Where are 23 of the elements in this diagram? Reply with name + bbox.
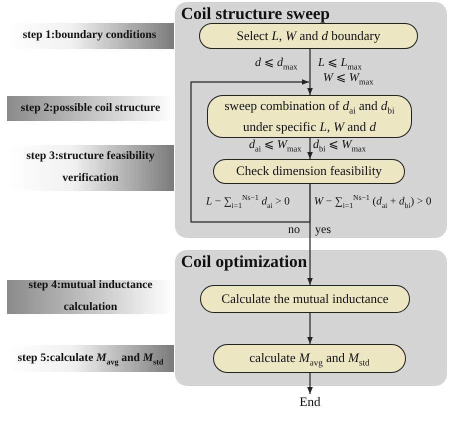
arrow [307, 49, 313, 95]
arrow [307, 313, 313, 344]
condition-label: d$_{bi}$ ⩽ W$_{max}$ [313, 138, 366, 154]
process-box: Select L, W and d boundary [199, 23, 418, 49]
condition-formula: L − ∑$_{i=1}$$^{Ns−1}$ d$_{ai}$ > 0 [206, 194, 290, 210]
condition-label: d$_{ai}$ ⩽ W$_{max}$ [249, 138, 302, 154]
process-box: sweep combination of d$_{ai}$ and d$_{bi}$ under specific L, W and d [207, 95, 412, 138]
condition-label: L ⩽ L$_{max}$ [318, 56, 362, 72]
process-box: calculate M$_{avg}$ and M$_{std}$ [213, 344, 406, 373]
arrow [307, 138, 313, 159]
end-text: End [295, 394, 325, 410]
group-panel [175, 250, 447, 386]
group-panel [175, 2, 447, 238]
process-box: Calculate the mutual inductance [200, 285, 410, 313]
panel-heading: Coil optimization [181, 252, 308, 272]
arrow [307, 373, 313, 394]
arrow [190, 79, 311, 223]
condition-label: d ⩽ d$_{max}$ [255, 56, 298, 72]
condition-label: W ⩽ W$_{max}$ [323, 71, 374, 87]
condition-formula: W − ∑$_{i=1}$$^{Ns−1}$ (d$_{ai}$ + d$_{bi}$) > 0 [314, 194, 432, 210]
arrow [307, 184, 313, 285]
panel-heading: Coil structure sweep [181, 4, 330, 24]
process-box: Check dimension feasibility [213, 159, 405, 184]
